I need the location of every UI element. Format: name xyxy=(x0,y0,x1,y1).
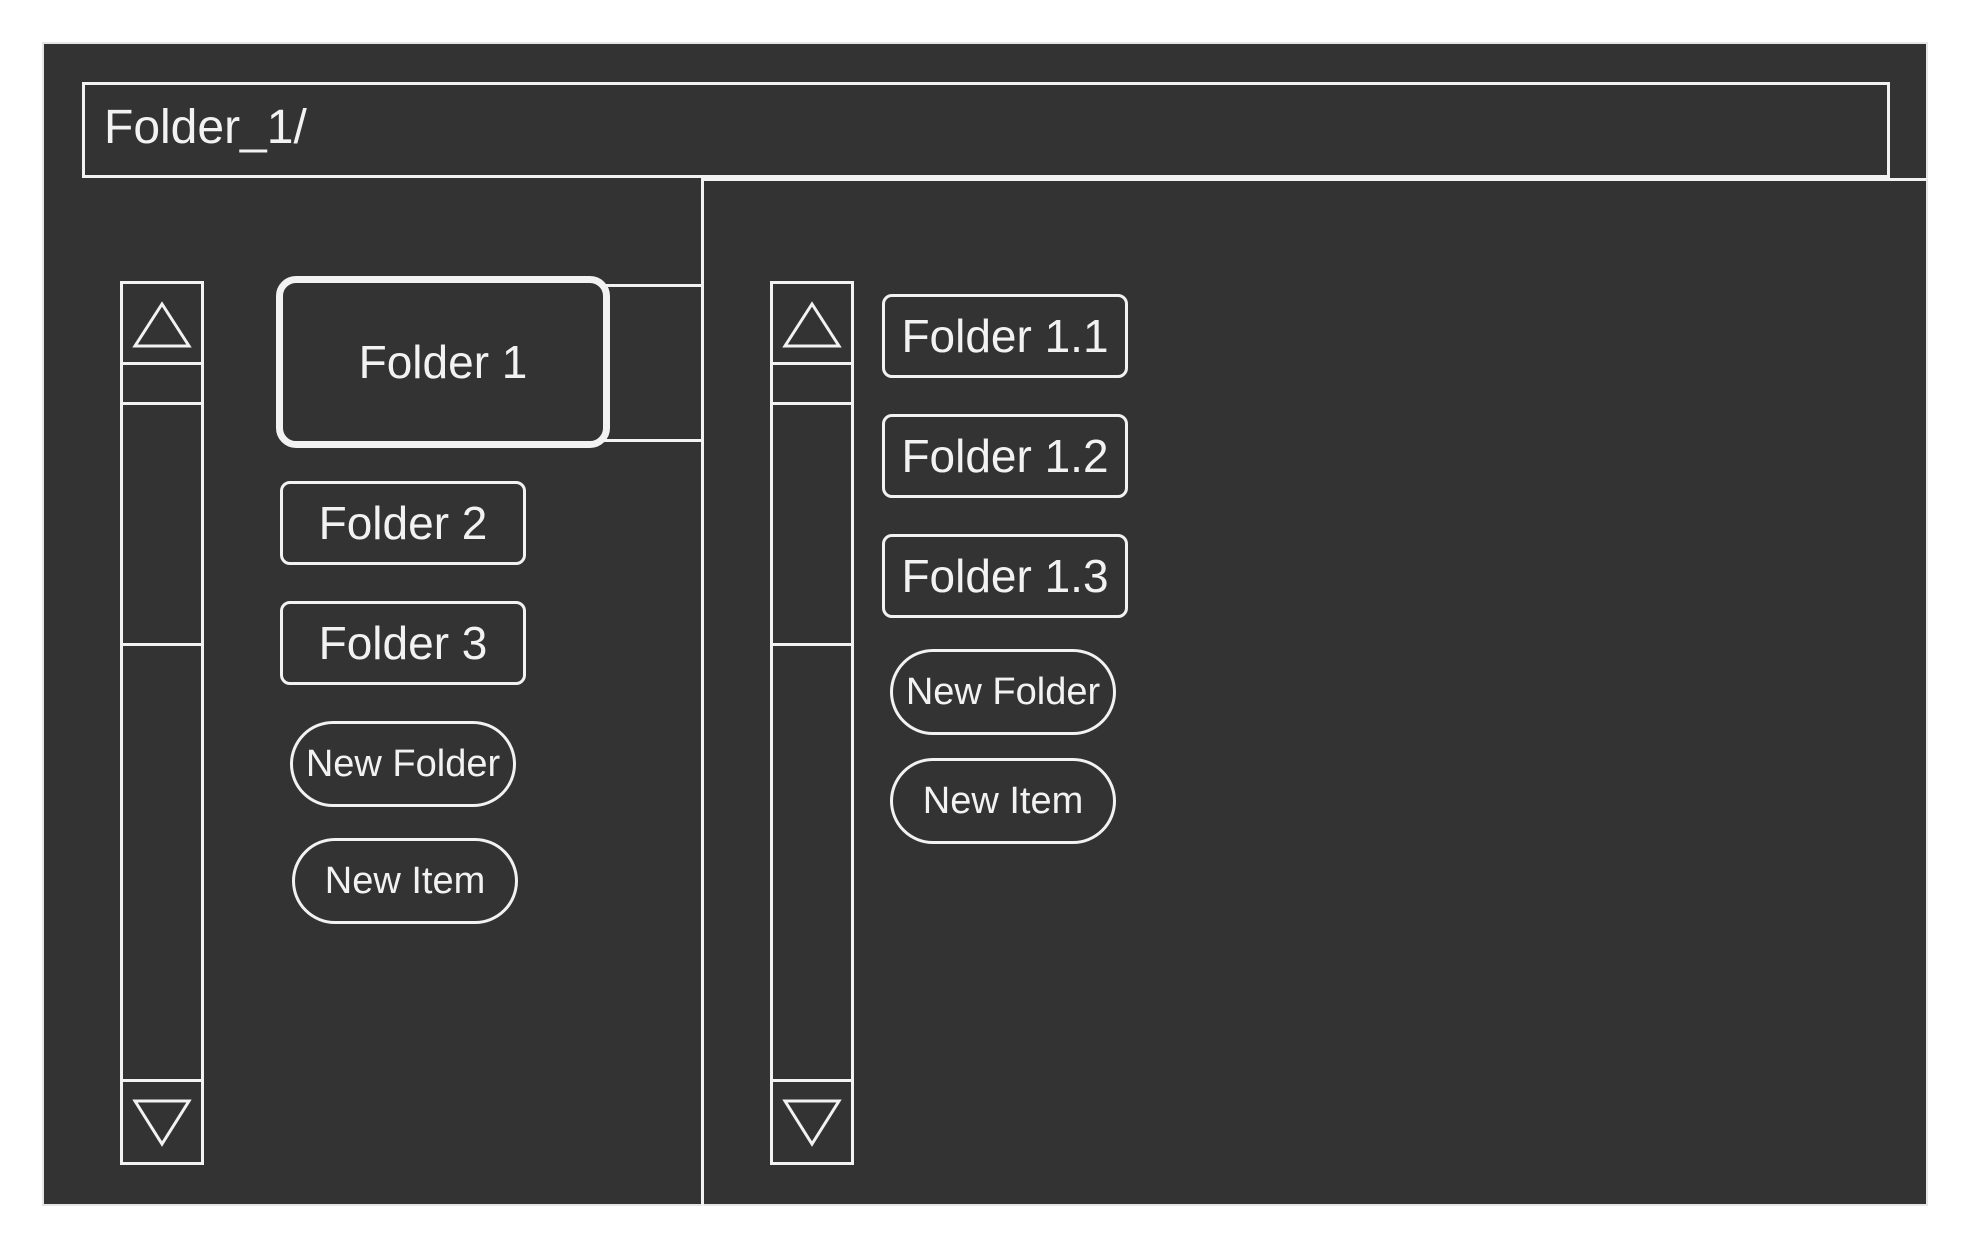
scroll-track[interactable] xyxy=(123,365,201,405)
triangle-up-icon xyxy=(132,301,192,348)
scroll-up-button[interactable] xyxy=(123,284,201,365)
app-window xyxy=(42,42,1928,1206)
scroll-thumb[interactable] xyxy=(773,405,851,646)
folder-3-button[interactable]: Folder 3 xyxy=(280,601,526,685)
left-pane xyxy=(42,178,704,1206)
triangle-up-icon xyxy=(782,301,842,348)
folder-1-2-button[interactable]: Folder 1.2 xyxy=(882,414,1128,498)
scroll-track[interactable] xyxy=(773,365,851,405)
scroll-down-button[interactable] xyxy=(123,1079,201,1162)
new-item-button[interactable]: New Item xyxy=(292,838,518,924)
triangle-down-icon xyxy=(132,1099,192,1147)
scroll-thumb[interactable] xyxy=(123,405,201,646)
scroll-up-button[interactable] xyxy=(773,284,851,365)
left-scrollbar[interactable] xyxy=(120,281,204,1165)
scroll-down-button[interactable] xyxy=(773,1079,851,1162)
right-scrollbar[interactable] xyxy=(770,281,854,1165)
new-item-button[interactable]: New Item xyxy=(890,758,1116,844)
path-bar[interactable] xyxy=(82,82,1890,178)
folder-1-1-button[interactable]: Folder 1.1 xyxy=(882,294,1128,378)
path-text: Folder_1/ xyxy=(104,101,307,154)
folder-1-3-button[interactable]: Folder 1.3 xyxy=(882,534,1128,618)
folder-2-button[interactable]: Folder 2 xyxy=(280,481,526,565)
new-folder-button[interactable]: New Folder xyxy=(890,649,1116,735)
selection-connector xyxy=(604,284,704,442)
new-folder-button[interactable]: New Folder xyxy=(290,721,516,807)
triangle-down-icon xyxy=(782,1099,842,1147)
right-pane xyxy=(704,178,1928,1206)
folder-1-button[interactable]: Folder 1 xyxy=(276,276,610,448)
